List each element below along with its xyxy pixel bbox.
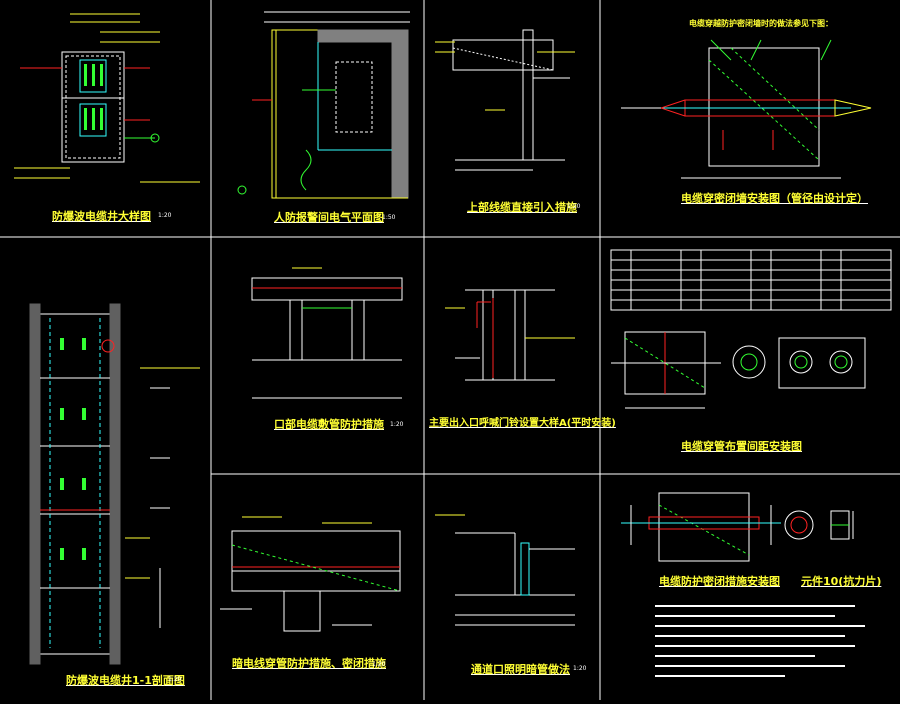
panel-alarm-room-plan: 人防报警间电气平面图 1:50: [212, 0, 424, 237]
cable-well-section-drawing: [29, 303, 200, 665]
panel-title: 防爆波电缆井1-1剖面图: [66, 674, 185, 687]
panel-header-note: 电缆穿越防护密闭墙时的做法参见下图：: [689, 19, 833, 28]
panel-cable-well-detail: 防爆波电缆井大样图 1:20: [0, 0, 211, 237]
panel-wall-penetration: 电缆穿越防护密闭墙时的做法参见下图： 电缆穿密闭墙安装图（管径由设计定）: [601, 0, 900, 237]
panel-scale: 1:20: [390, 421, 404, 428]
panel-title: 通道口照明暗管做法: [471, 663, 570, 676]
panel-title: 主要出入口呼喊门铃设置大样A(平时安装): [429, 418, 616, 429]
entrance-conduit-drawing: [251, 267, 403, 399]
panel-concealed-wiring: 暗电线穿管防护措施、密闭措施 1:20: [212, 475, 424, 700]
panel-scale: 1:20: [158, 212, 172, 219]
panel-title: 电缆防护密闭措施安装图: [659, 575, 780, 588]
panel-title: 上部线缆直接引入措施: [467, 201, 577, 214]
panel-title: 口部电缆敷管防护措施: [274, 418, 384, 431]
panel-scale: 1:20: [567, 203, 581, 210]
panel-passage-conduit: 通道口照明暗管做法 1:20: [425, 475, 600, 700]
concealed-wiring-drawing: [220, 516, 401, 632]
panel-upper-cable-entry: 上部线缆直接引入措施 1:20: [425, 0, 600, 237]
panel-title: 暗电线穿管防护措施、密闭措施: [232, 657, 386, 670]
panel-scale: 1:20: [573, 665, 587, 672]
alarm-room-drawing: [237, 11, 410, 199]
panel-title: 防爆波电缆井大样图: [52, 210, 151, 223]
panel-scale: 1:20: [168, 676, 182, 683]
cable-well-drawing: [14, 13, 200, 183]
panel-scale: 1:50: [382, 214, 396, 221]
panel-title: 人防报警间电气平面图: [274, 211, 384, 224]
wall-penetration-drawing: [621, 39, 872, 179]
passage-conduit-drawing: [435, 514, 575, 626]
panel-doorbell-detail: 主要出入口呼喊门铃设置大样A(平时安装): [425, 238, 616, 474]
panel-entrance-conduit: 口部电缆敷管防护措施 1:20: [212, 238, 424, 474]
conduit-spacing-drawing: [610, 249, 892, 409]
panel-sealing-detail: 电缆防护密闭措施安装图 元件10(抗力片): [601, 475, 900, 700]
panel-scale: 1:20: [372, 661, 386, 668]
panel-title: 电缆穿管布置间距安装图: [681, 440, 802, 453]
panel-cable-well-section: 防爆波电缆井1-1剖面图 1:20: [0, 238, 211, 700]
upper-cable-entry-drawing: [435, 29, 575, 171]
panel-title: 电缆穿密闭墙安装图（管径由设计定）: [681, 192, 868, 205]
sealing-detail-drawing: [621, 492, 865, 677]
panel-subtitle: 元件10(抗力片): [801, 575, 882, 588]
doorbell-detail-drawing: [445, 289, 575, 381]
panel-conduit-spacing: 电缆穿管布置间距安装图: [601, 238, 900, 474]
